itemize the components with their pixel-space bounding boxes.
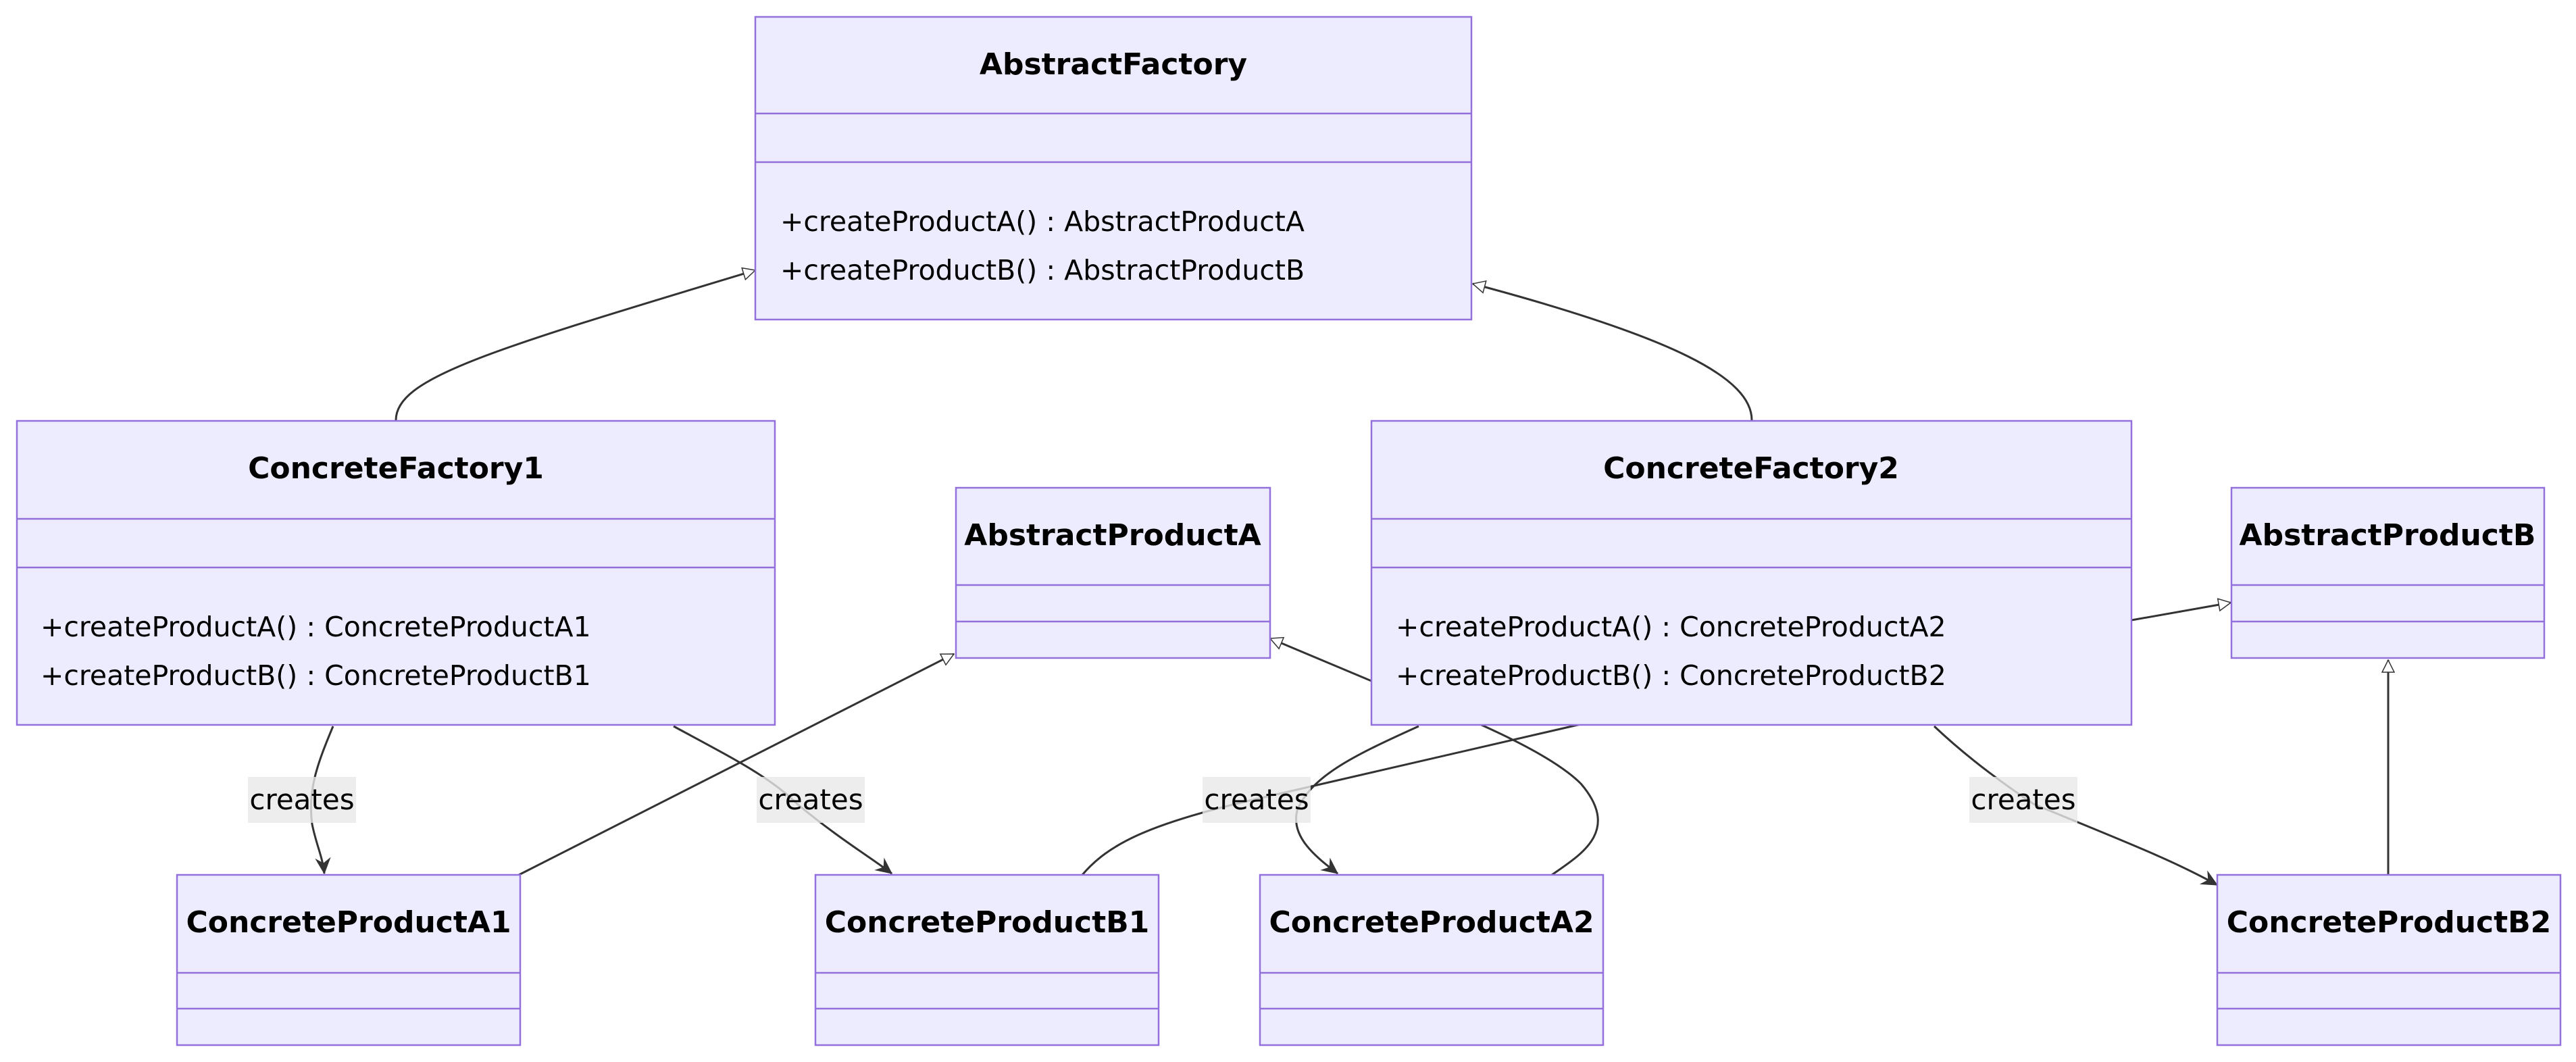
class-name: AbstractProductA xyxy=(964,518,1261,553)
class-concrete-factory1[interactable]: ConcreteFactory1 +createProductA() : Con… xyxy=(16,420,776,726)
method: +createProductA() : ConcreteProductA1 xyxy=(41,611,591,643)
class-concrete-product-a1[interactable]: ConcreteProductA1 xyxy=(176,874,522,1046)
edge-label-cf1-a1: creates xyxy=(248,777,356,823)
method: +createProductB() : ConcreteProductB1 xyxy=(41,659,591,692)
class-name: ConcreteProductA1 xyxy=(186,905,511,940)
class-name: AbstractProductB xyxy=(2240,518,2536,553)
edge-a1-inherits-abstract-product-a xyxy=(518,653,954,876)
edge-cf1-inherits-abstract-factory xyxy=(395,270,755,421)
class-name: ConcreteProductA2 xyxy=(1269,905,1594,940)
edge-label-text: creates xyxy=(758,783,863,816)
edge-label-text: creates xyxy=(249,783,354,816)
class-name: ConcreteProductB2 xyxy=(2227,905,2552,940)
method: +createProductB() : ConcreteProductB2 xyxy=(1396,659,1946,692)
edge-cf2-inherits-abstract-factory xyxy=(1473,284,1753,421)
edge-label-cf2-a2: creates xyxy=(1203,777,1311,823)
class-concrete-product-a2[interactable]: ConcreteProductA2 xyxy=(1259,874,1605,1046)
method: +createProductB() : AbstractProductB xyxy=(780,254,1305,286)
class-abstract-factory[interactable]: AbstractFactory +createProductA() : Abst… xyxy=(754,16,1473,321)
class-abstract-product-a[interactable]: AbstractProductA xyxy=(955,486,1271,659)
edge-cf2-creates-a2 xyxy=(1295,725,1419,875)
class-abstract-product-b[interactable]: AbstractProductB xyxy=(2230,486,2546,659)
class-concrete-product-b2[interactable]: ConcreteProductB2 xyxy=(2216,874,2562,1046)
edge-b1-inherits-abstract-product-b-tail xyxy=(2131,603,2231,622)
class-name: ConcreteProductB1 xyxy=(825,905,1150,940)
class-name: AbstractFactory xyxy=(980,47,1247,82)
class-name: ConcreteFactory2 xyxy=(1603,451,1899,486)
edges: creates creates creates creates xyxy=(248,270,2388,886)
edge-b1-inherits-abstract-product-b xyxy=(1081,723,1582,876)
method: +createProductA() : AbstractProductA xyxy=(780,205,1305,238)
edge-label-text: creates xyxy=(1971,783,2075,816)
method: +createProductA() : ConcreteProductA2 xyxy=(1396,611,1946,643)
class-name: ConcreteFactory1 xyxy=(248,451,544,486)
edge-label-cf2-b2: creates xyxy=(1969,777,2077,823)
edge-label-text: creates xyxy=(1204,783,1309,816)
class-concrete-product-b1[interactable]: ConcreteProductB1 xyxy=(814,874,1160,1046)
class-concrete-factory2[interactable]: ConcreteFactory2 +createProductA() : Con… xyxy=(1370,420,2133,726)
edge-label-cf1-b1: creates xyxy=(757,777,865,823)
